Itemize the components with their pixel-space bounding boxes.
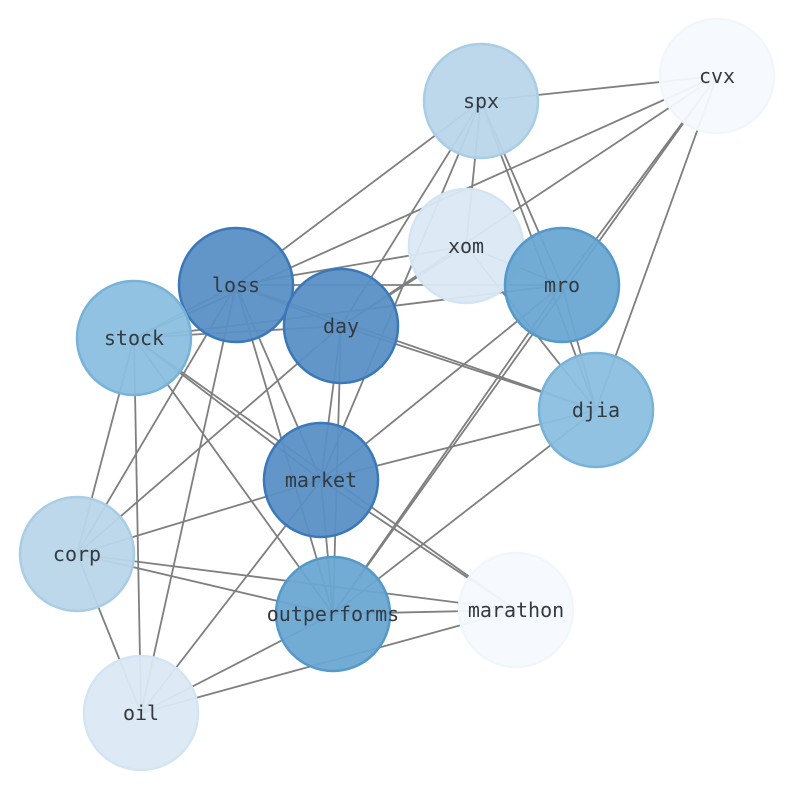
node-label-loss: loss <box>212 273 260 297</box>
node-circle-cvx <box>658 17 776 135</box>
node-circle-spx <box>422 42 540 160</box>
edge-spx-market <box>320 100 482 481</box>
node-circle-corp <box>18 495 136 613</box>
node-label-mro: mro <box>544 273 580 297</box>
node-circle-mro <box>503 226 621 344</box>
edge-stock-oil <box>133 337 142 714</box>
edge-loss-oil <box>140 284 237 714</box>
node-label-stock: stock <box>104 326 164 350</box>
node-market: market <box>262 421 380 539</box>
node-stock: stock <box>75 279 193 397</box>
node-label-day: day <box>323 314 359 338</box>
node-xom: xom <box>407 187 525 305</box>
node-circle-djia <box>537 351 655 469</box>
node-label-marathon: marathon <box>468 598 564 622</box>
node-corp: corp <box>18 495 136 613</box>
node-marathon: marathon <box>457 551 575 669</box>
edge-cvx-djia <box>595 75 718 411</box>
node-mro: mro <box>503 226 621 344</box>
node-day: day <box>282 267 400 385</box>
node-outperforms: outperforms <box>267 555 399 673</box>
node-oil: oil <box>82 654 200 772</box>
node-cvx: cvx <box>658 17 776 135</box>
nodes-layer: cvx spx xom mro loss day stock djia market corp ou… <box>18 17 776 772</box>
node-circle-stock <box>75 279 193 397</box>
node-circle-day <box>282 267 400 385</box>
node-spx: spx <box>422 42 540 160</box>
node-loss: loss <box>177 226 295 344</box>
node-label-corp: corp <box>53 542 101 566</box>
node-label-cvx: cvx <box>699 64 735 88</box>
node-label-djia: djia <box>572 398 620 422</box>
node-circle-loss <box>177 226 295 344</box>
node-label-xom: xom <box>448 234 484 258</box>
node-circle-marathon <box>457 551 575 669</box>
node-circle-oil <box>82 654 200 772</box>
node-circle-market <box>262 421 380 539</box>
node-label-spx: spx <box>463 89 499 113</box>
node-label-oil: oil <box>123 701 159 725</box>
node-label-outperforms: outperforms <box>267 602 399 626</box>
edge-mro-outperforms <box>332 284 563 615</box>
node-label-market: market <box>285 468 357 492</box>
node-circle-outperforms <box>274 555 392 673</box>
node-djia: djia <box>537 351 655 469</box>
